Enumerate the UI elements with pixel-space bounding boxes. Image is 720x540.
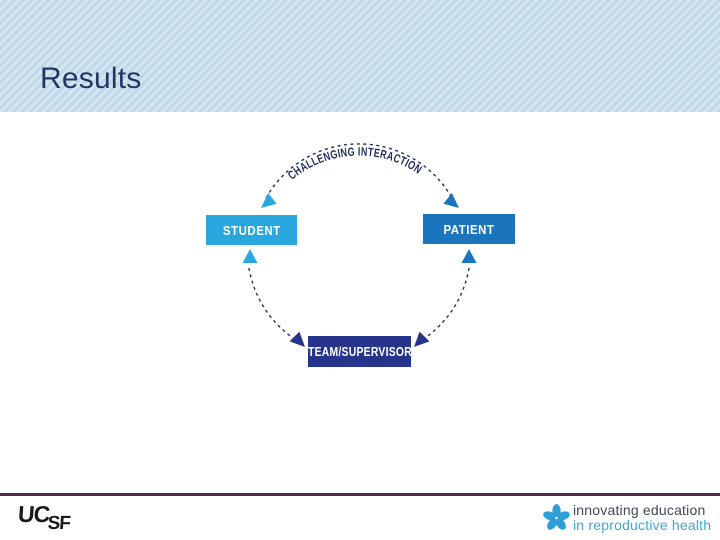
arrow-to-patient-top-icon bbox=[443, 193, 459, 208]
arc-label: CHALLENGING INTERACTION bbox=[285, 145, 425, 183]
challenging-interaction-diagram: CHALLENGING INTERACTION bbox=[242, 143, 477, 347]
right-arc bbox=[421, 267, 470, 341]
arrow-to-team-right-icon bbox=[414, 331, 430, 347]
arrow-to-student-bottom-icon bbox=[242, 249, 258, 263]
page-title: Results bbox=[40, 62, 142, 95]
left-arc bbox=[248, 267, 297, 341]
node-student: STUDENT bbox=[206, 215, 297, 245]
bixby-brand-logo: innovating education in reproductive hea… bbox=[543, 503, 711, 533]
ucsf-logo-uc: UC bbox=[17, 501, 51, 527]
node-patient: PATIENT bbox=[423, 214, 515, 244]
arrow-to-student-top-icon bbox=[261, 193, 277, 208]
brand-line1: innovating education bbox=[573, 502, 706, 518]
node-team-supervisor-label: TEAM/SUPERVISOR bbox=[307, 344, 412, 359]
header-stripe-band bbox=[0, 0, 720, 112]
ucsf-logo-sf: SF bbox=[46, 513, 71, 534]
top-arc bbox=[265, 143, 453, 199]
footer-divider bbox=[0, 493, 720, 496]
node-student-label: STUDENT bbox=[222, 222, 281, 238]
arrow-to-patient-bottom-icon bbox=[461, 249, 477, 263]
node-patient-label: PATIENT bbox=[443, 221, 495, 237]
flower-icon bbox=[543, 504, 570, 530]
arrow-to-team-left-icon bbox=[289, 331, 305, 347]
ucsf-logo: UCSF bbox=[17, 501, 72, 534]
brand-line2: in reproductive health bbox=[573, 517, 712, 533]
node-team-supervisor: TEAM/SUPERVISOR bbox=[308, 336, 411, 367]
brand-text: innovating education in reproductive hea… bbox=[573, 503, 711, 533]
